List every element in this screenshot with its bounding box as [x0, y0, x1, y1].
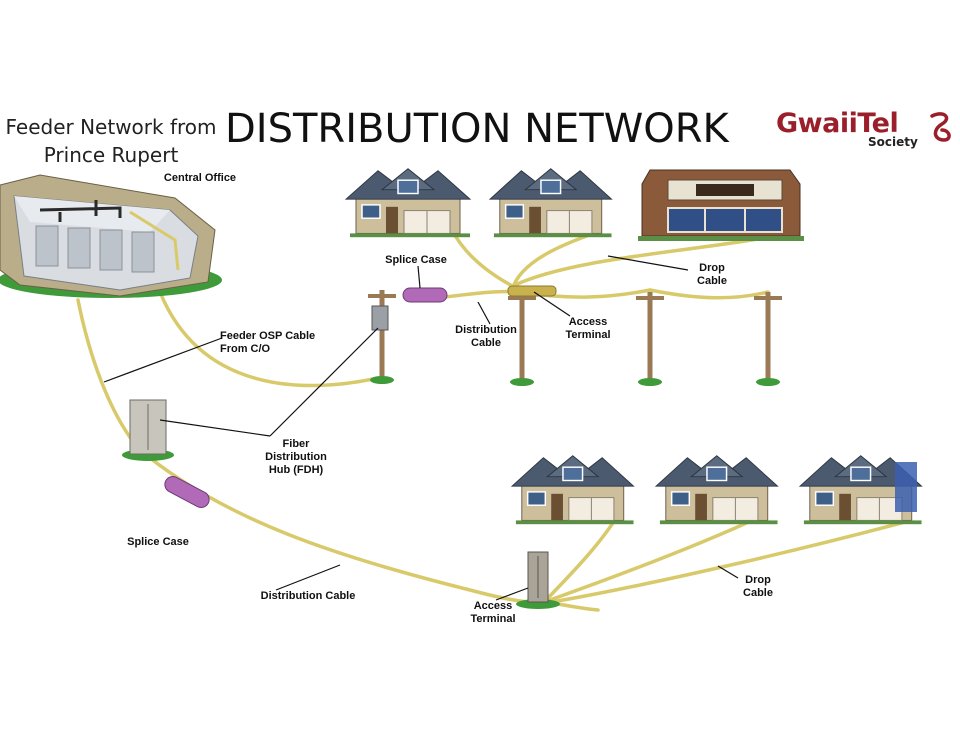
- central-office-building: [0, 174, 222, 298]
- label-fiber-distribution-hub: Fiber Distribution Hub (FDH): [256, 438, 336, 477]
- house-bottom-2: [655, 455, 779, 525]
- label-splice-case-bottom: Splice Case: [127, 536, 189, 548]
- label-access-terminal-bottom: Access Terminal: [460, 600, 526, 626]
- gwaiitel-logo: GwaiiTel Society: [776, 108, 956, 149]
- house-bottom-3: [799, 455, 923, 525]
- feeder-osp-cable: [158, 290, 380, 388]
- logo-sub-text: Society: [868, 135, 918, 149]
- label-splice-case-top: Splice Case: [385, 254, 447, 266]
- logo-main-text: GwaiiTel: [776, 108, 899, 139]
- feeder-cable-to-fdh: [76, 298, 134, 442]
- label-distribution-cable-bottom: Distribution Cable: [260, 590, 356, 602]
- label-access-bottom-line1: Access: [473, 600, 513, 612]
- label-central-office: Central Office: [163, 172, 237, 184]
- store-building: [638, 169, 804, 241]
- pole-mounted-box: [371, 305, 389, 331]
- label-feeder-osp-line1: Feeder OSP Cable: [220, 330, 316, 342]
- house-bottom-1: [511, 455, 635, 525]
- feeder-title-line1: Feeder Network from: [5, 115, 217, 139]
- pole-splice: [368, 290, 396, 384]
- feeder-network-title: Feeder Network from Prince Rupert: [0, 113, 222, 169]
- feeder-title-line2: Prince Rupert: [43, 143, 179, 167]
- label-access-terminal-top: Access Terminal: [556, 316, 620, 342]
- label-drop-bottom-line1: Drop: [745, 574, 771, 586]
- distribution-cable-bottom: [148, 456, 542, 605]
- drop-cable-bottom-3: [550, 520, 907, 604]
- pole-4: [754, 292, 782, 386]
- aerial-span-2: [648, 288, 770, 300]
- house-top-1: [345, 168, 471, 238]
- aerial-access-terminal: [507, 285, 557, 297]
- pole-3: [636, 292, 664, 386]
- label-drop-cable-top: Drop Cable: [684, 262, 740, 288]
- label-drop-top-line2: Cable: [697, 275, 727, 287]
- splice-case-bottom: [164, 475, 210, 509]
- drop-cable-bottom-2: [548, 513, 766, 602]
- splice-case-top: [402, 287, 448, 303]
- logo-swirl-icon: [930, 112, 951, 142]
- label-fdh-line3: Hub (FDH): [268, 464, 324, 476]
- house-top-2: [489, 168, 613, 238]
- label-drop-top-line1: Drop: [699, 262, 725, 274]
- label-distribution-cable-top: Distribution Cable: [448, 324, 524, 350]
- leader-lines: [103, 255, 739, 601]
- label-feeder-osp-line2: From C/O: [220, 343, 271, 355]
- label-fdh-line2: Distribution: [265, 451, 327, 463]
- label-access-top-line1: Access: [568, 316, 608, 328]
- drop-cable-house-1: [450, 228, 522, 292]
- fiber-distribution-hub: [122, 399, 174, 461]
- label-feeder-osp-cable: Feeder OSP Cable From C/O: [220, 330, 330, 356]
- label-access-bottom-line2: Terminal: [470, 613, 516, 625]
- label-access-top-line2: Terminal: [565, 329, 611, 341]
- label-dist-top-line2: Cable: [471, 337, 501, 349]
- label-fdh-line1: Fiber: [282, 438, 310, 450]
- label-drop-cable-bottom: Drop Cable: [730, 574, 786, 600]
- drop-cable-bottom-1: [546, 510, 622, 600]
- page-title: DISTRIBUTION NETWORK: [225, 106, 729, 152]
- pedestal-access-terminal: [516, 551, 560, 609]
- label-drop-bottom-line2: Cable: [743, 587, 773, 599]
- label-dist-top-line1: Distribution: [455, 324, 517, 336]
